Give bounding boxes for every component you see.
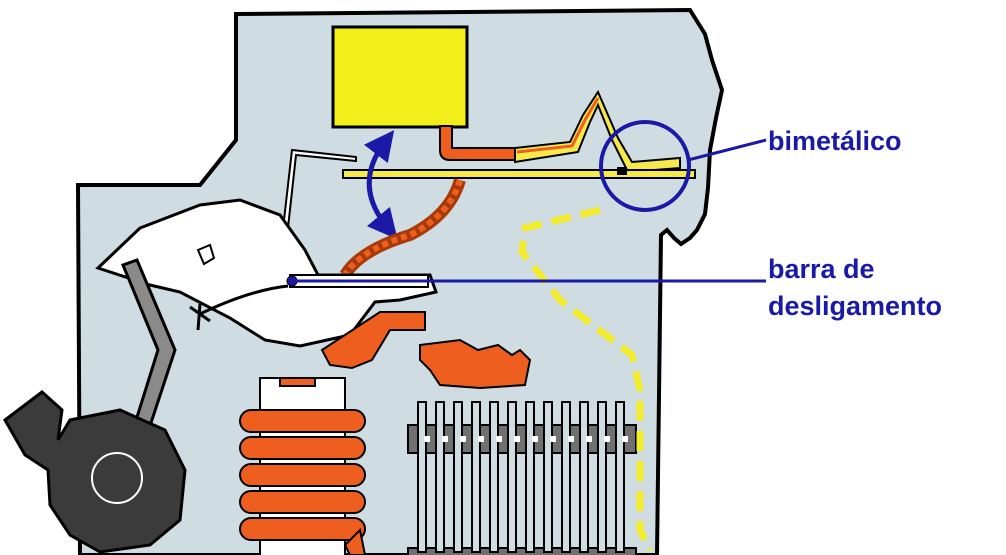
arc-hole (550, 436, 556, 442)
arc-plate (418, 402, 426, 552)
arc-hole (424, 436, 430, 442)
arc-hole (622, 436, 628, 442)
arc-hole (568, 436, 574, 442)
trip-bar-label-line1: barra de (768, 254, 875, 284)
bimetal-bar (343, 170, 695, 178)
bimetal-label: bimetálico (768, 126, 902, 156)
arc-hole (532, 436, 538, 442)
arc-plate (472, 402, 480, 552)
coil-turns (240, 410, 365, 540)
coil-turn (240, 491, 365, 513)
arc-plate (490, 402, 498, 552)
arc-plate (616, 402, 624, 552)
arc-plate (598, 402, 606, 552)
bimetal-contact (617, 167, 627, 175)
arc-plate (436, 402, 444, 552)
coil-turn (240, 518, 365, 540)
arc-plate (544, 402, 552, 552)
arc-plate (508, 402, 516, 552)
arc-hole (442, 436, 448, 442)
coil-turn (240, 410, 365, 432)
coil-turn (240, 437, 365, 459)
arc-hole (514, 436, 520, 442)
arc-hole (604, 436, 610, 442)
solenoid-cap (280, 378, 315, 386)
arc-plate (562, 402, 570, 552)
handle-pivot (92, 453, 142, 503)
arc-plate (526, 402, 534, 552)
arc-hole (478, 436, 484, 442)
arc-hole (586, 436, 592, 442)
arc-hole (460, 436, 466, 442)
magnetic-coil-box (333, 27, 467, 127)
coil-turn (240, 464, 365, 486)
arc-hole (496, 436, 502, 442)
arc-plate (454, 402, 462, 552)
arc-plate (580, 402, 588, 552)
trip-bar-label-line2: desligamento (768, 291, 942, 321)
